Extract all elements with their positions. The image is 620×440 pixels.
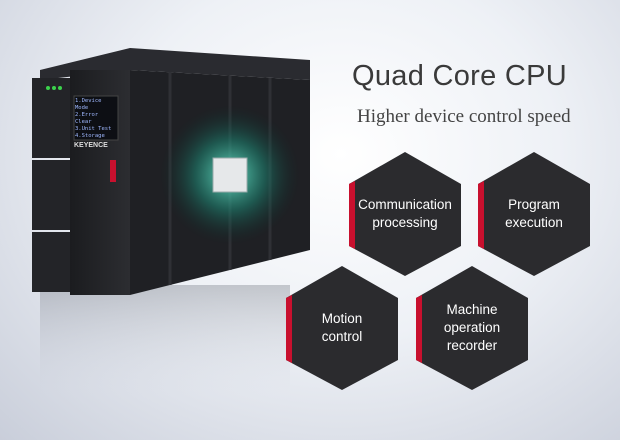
hex-program: Program execution (470, 150, 598, 278)
screen-line: 2.Error Clear (75, 112, 99, 125)
device-brand: KEYENCE (74, 142, 108, 149)
hex-communication: Communication processing (341, 150, 469, 278)
hexagon-shape-icon (478, 152, 590, 276)
screen-line: 4.Storage (75, 133, 105, 139)
screen-line: 1.Device Mode (75, 98, 102, 111)
hexagon-shape-icon (416, 266, 528, 390)
screen-line: 3.Unit Test (75, 126, 112, 132)
hex-motion: Motion control (278, 264, 406, 392)
hex-label: Machine operation recorder (443, 302, 501, 353)
device-screen: 1.Device Mode 2.Error Clear 3.Unit Test … (75, 98, 117, 140)
subline: Higher device control speed (357, 106, 571, 127)
hex-label: Communication processing (358, 197, 452, 230)
hex-machine-recorder: Machine operation recorder (408, 264, 536, 392)
plc-device-illustration (32, 48, 310, 395)
hex-label: Motion control (321, 311, 363, 344)
hexagon-shape-icon (349, 152, 461, 276)
hex-label: Program execution (505, 197, 563, 230)
headline: Quad Core CPU (352, 60, 568, 92)
hexagon-shape-icon (286, 266, 398, 390)
